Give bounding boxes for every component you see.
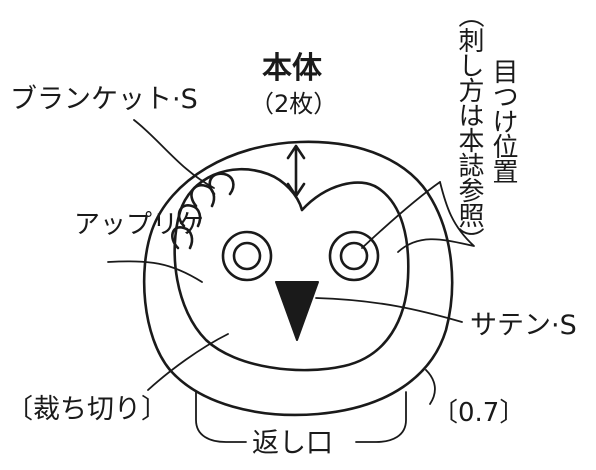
right-eye-inner xyxy=(339,241,369,271)
satin-stitch-label: サテン·S xyxy=(470,310,577,341)
height-arrow-top xyxy=(286,144,306,160)
leader-satin-stitch xyxy=(315,297,463,323)
leader-seam-allowance xyxy=(425,369,436,405)
height-arrow-bottom xyxy=(286,182,306,198)
blanket-stitch-loop-4 xyxy=(171,226,194,250)
opening-bracket xyxy=(195,391,247,443)
opening-label: 返し口 xyxy=(252,428,333,459)
leader-blanket-stitch xyxy=(133,119,215,189)
left-eye-inner xyxy=(232,241,262,271)
opening-bracket-right xyxy=(355,391,407,443)
left-eye-outer xyxy=(221,230,273,282)
right-eye-outer xyxy=(328,230,380,282)
leader-cut-off xyxy=(147,333,229,391)
leader-applique xyxy=(107,260,203,283)
seam-allowance-label: 〔0.7〕 xyxy=(432,398,526,428)
body-outline xyxy=(142,140,454,417)
cut-off-label: 〔裁ち切り〕 xyxy=(6,394,168,425)
blanket-stitch-label: ブランケット·S xyxy=(10,84,198,115)
applique-label: アップリケ xyxy=(74,210,205,240)
leader-eye-left xyxy=(361,181,441,249)
eye-position-label: 目つけ位置 xyxy=(488,58,518,183)
blanket-stitch-loop-2 xyxy=(190,183,216,208)
leader-eye-right xyxy=(397,181,475,253)
face-applique-outline xyxy=(173,168,410,372)
beak xyxy=(275,281,319,341)
blanket-stitch-loop-3 xyxy=(177,204,202,228)
blanket-stitch-loop-1 xyxy=(208,172,235,196)
title-label: 本体 xyxy=(262,51,322,86)
count-label: （2枚） xyxy=(250,90,338,118)
embroidery-note-label: （刺し方は本誌参照） xyxy=(454,2,484,252)
